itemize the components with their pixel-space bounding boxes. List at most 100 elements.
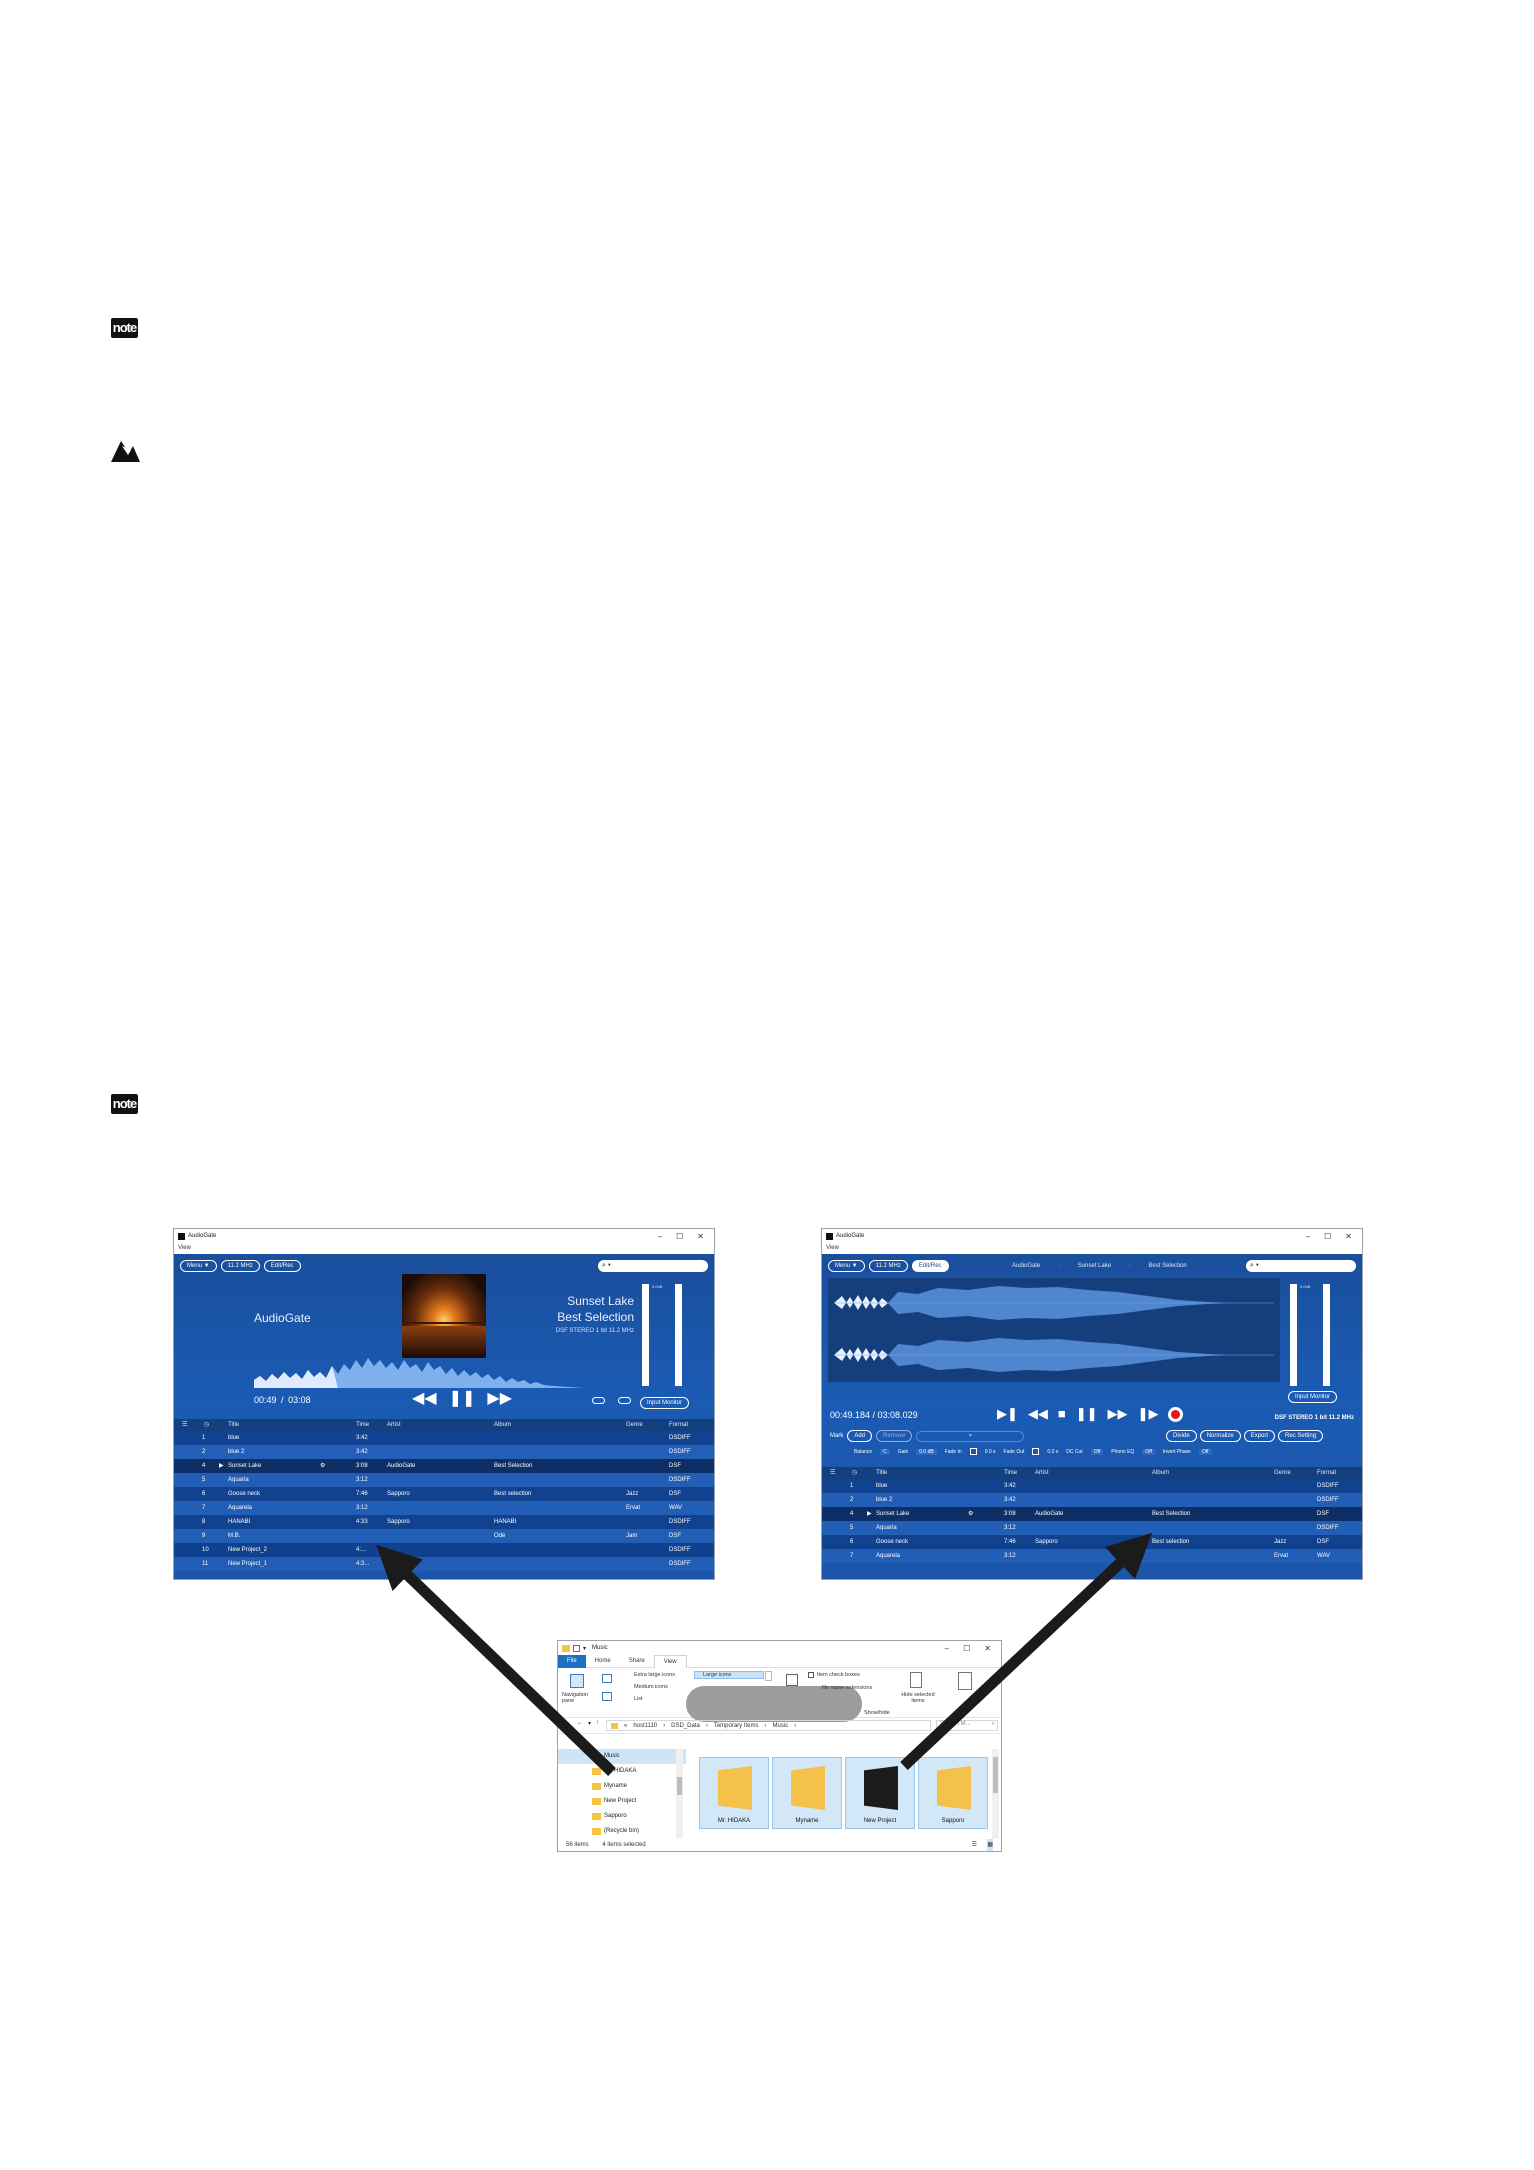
menu-button[interactable]: Menu ▼ bbox=[828, 1260, 865, 1272]
file-name-extensions-label[interactable]: file name extensions bbox=[822, 1685, 873, 1691]
column-time[interactable]: Time bbox=[1004, 1470, 1018, 1476]
column-format[interactable]: Format bbox=[1317, 1470, 1337, 1476]
maximize-icon[interactable]: ☐ bbox=[676, 1231, 684, 1241]
navigation-pane-icon[interactable] bbox=[570, 1674, 584, 1688]
pause-icon[interactable]: ❚❚ bbox=[1075, 1406, 1098, 1421]
column-genre[interactable]: Genre bbox=[1274, 1470, 1291, 1476]
column-title[interactable]: Title bbox=[876, 1470, 888, 1476]
menu-button[interactable]: Menu ▼ bbox=[180, 1260, 217, 1272]
play-from-start-icon[interactable]: ▶❚ bbox=[997, 1406, 1018, 1421]
edit-rec-button[interactable]: Edit/Rec bbox=[911, 1260, 949, 1272]
properties-icon[interactable] bbox=[573, 1644, 580, 1652]
address-bar[interactable]: « host1110 › DSD_Data › Temporary Items … bbox=[606, 1720, 931, 1731]
breadcrumb-overflow[interactable]: « bbox=[624, 1722, 628, 1729]
layout-gallery-scroll[interactable] bbox=[765, 1671, 772, 1681]
normalize-button[interactable]: Normalize bbox=[1199, 1430, 1241, 1442]
maximize-icon[interactable]: ☐ bbox=[1324, 1231, 1332, 1241]
minimize-icon[interactable]: – bbox=[944, 1643, 950, 1653]
balance-value[interactable]: C bbox=[880, 1448, 890, 1455]
pause-icon[interactable]: ❚❚ bbox=[448, 1390, 476, 1407]
forward-arrow-icon[interactable]: → bbox=[576, 1720, 582, 1726]
search-input[interactable]: ⌕ ▾ bbox=[1246, 1260, 1356, 1272]
invert-phase-value[interactable]: Off bbox=[1198, 1448, 1212, 1455]
column-format[interactable]: Format bbox=[669, 1422, 689, 1428]
stop-icon[interactable]: ■ bbox=[1057, 1406, 1066, 1421]
column-genre[interactable]: Genre bbox=[626, 1422, 643, 1428]
hide-selected-label[interactable]: Hide selected items bbox=[901, 1692, 935, 1704]
close-icon[interactable]: ✕ bbox=[1345, 1231, 1352, 1241]
minimize-icon[interactable]: – bbox=[657, 1231, 663, 1241]
item-check-boxes[interactable]: Item check boxes bbox=[808, 1672, 860, 1678]
folder-tile[interactable]: Sapporo bbox=[918, 1757, 988, 1829]
record-icon[interactable] bbox=[1168, 1406, 1184, 1422]
edit-rec-button[interactable]: Edit/Rec bbox=[263, 1260, 301, 1272]
breadcrumb-temporary-items[interactable]: Temporary Items bbox=[713, 1722, 759, 1729]
add-mark-button[interactable]: Add bbox=[847, 1430, 873, 1442]
recent-dropdown-icon[interactable]: ▾ bbox=[588, 1721, 592, 1727]
input-monitor-button[interactable]: Input Monitor bbox=[640, 1397, 690, 1409]
details-pane-icon[interactable] bbox=[602, 1692, 612, 1701]
breadcrumb-dsd-data[interactable]: DSD_Data bbox=[671, 1722, 700, 1729]
next-mark-icon[interactable]: ❚▶ bbox=[1137, 1406, 1159, 1421]
sample-rate-button[interactable]: 11.2 MHz bbox=[868, 1260, 908, 1272]
layout-option-large[interactable]: Large icons bbox=[694, 1671, 764, 1679]
remove-mark-button[interactable]: Remove bbox=[876, 1430, 913, 1442]
details-view-icon[interactable]: ☰ bbox=[971, 1842, 977, 1848]
layout-option-extra-large[interactable]: Extra large icons bbox=[634, 1672, 675, 1678]
breadcrumb-music[interactable]: Music bbox=[772, 1722, 789, 1729]
column-title[interactable]: Title bbox=[228, 1422, 240, 1428]
dc-cut-value[interactable]: Off bbox=[1090, 1448, 1104, 1455]
nav-item[interactable]: New Project bbox=[558, 1794, 686, 1809]
layout-option-medium[interactable]: Medium icons bbox=[634, 1684, 668, 1690]
gain-value[interactable]: 0.0 dB bbox=[916, 1448, 937, 1455]
tab-file[interactable]: File bbox=[558, 1654, 586, 1668]
folder-tile[interactable]: Mr. HIDAKA bbox=[699, 1757, 769, 1829]
checkbox-icon[interactable] bbox=[808, 1672, 814, 1678]
fade-in-checkbox[interactable] bbox=[969, 1448, 977, 1455]
tab-share[interactable]: Share bbox=[628, 1657, 645, 1664]
quick-access-dropdown-icon[interactable]: ▾ bbox=[583, 1645, 587, 1652]
fade-in-value[interactable]: 0.0 s bbox=[984, 1448, 996, 1455]
navigation-pane-label[interactable]: Navigation pane bbox=[562, 1692, 588, 1704]
repeat-icon[interactable] bbox=[618, 1397, 631, 1404]
sample-rate-button[interactable]: 11.2 MHz bbox=[220, 1260, 260, 1272]
content-scrollbar[interactable] bbox=[992, 1749, 999, 1839]
large-icons-view-icon[interactable]: ▦ bbox=[987, 1839, 993, 1851]
search-input[interactable]: ⌕ ▾ bbox=[598, 1260, 708, 1272]
menu-bar[interactable]: View bbox=[822, 1243, 1362, 1254]
close-icon[interactable]: ✕ bbox=[984, 1643, 991, 1653]
track-settings-icon[interactable]: ⚙ bbox=[968, 1511, 974, 1517]
fast-forward-icon[interactable]: ▶▶ bbox=[487, 1390, 513, 1407]
list-view-icon[interactable]: ☰ bbox=[182, 1422, 188, 1428]
folder-tile[interactable]: New Project bbox=[845, 1757, 915, 1829]
column-artist[interactable]: Artist bbox=[387, 1422, 401, 1428]
menu-bar[interactable]: View bbox=[174, 1243, 714, 1254]
sort-by-icon[interactable] bbox=[786, 1674, 798, 1686]
input-monitor-button[interactable]: Input Monitor bbox=[1288, 1391, 1338, 1403]
nav-item[interactable]: Sapporo bbox=[558, 1809, 686, 1824]
options-icon[interactable] bbox=[958, 1672, 972, 1690]
track-settings-icon[interactable]: ⚙ bbox=[320, 1463, 326, 1469]
close-icon[interactable]: ✕ bbox=[697, 1231, 704, 1241]
nav-scrollbar[interactable] bbox=[676, 1749, 683, 1839]
phono-eq-value[interactable]: Off bbox=[1142, 1448, 1155, 1455]
column-album[interactable]: Album bbox=[1152, 1470, 1170, 1476]
preview-pane-icon[interactable] bbox=[602, 1674, 612, 1683]
layout-option-list[interactable]: List bbox=[634, 1696, 643, 1702]
export-button[interactable]: Export bbox=[1243, 1430, 1276, 1442]
fade-out-checkbox[interactable] bbox=[1032, 1448, 1040, 1455]
rewind-icon[interactable]: ◀◀ bbox=[412, 1390, 437, 1407]
mark-select[interactable]: ▾ bbox=[916, 1430, 1025, 1442]
fast-forward-icon[interactable]: ▶▶ bbox=[1107, 1406, 1128, 1421]
maximize-icon[interactable]: ☐ bbox=[963, 1643, 971, 1653]
